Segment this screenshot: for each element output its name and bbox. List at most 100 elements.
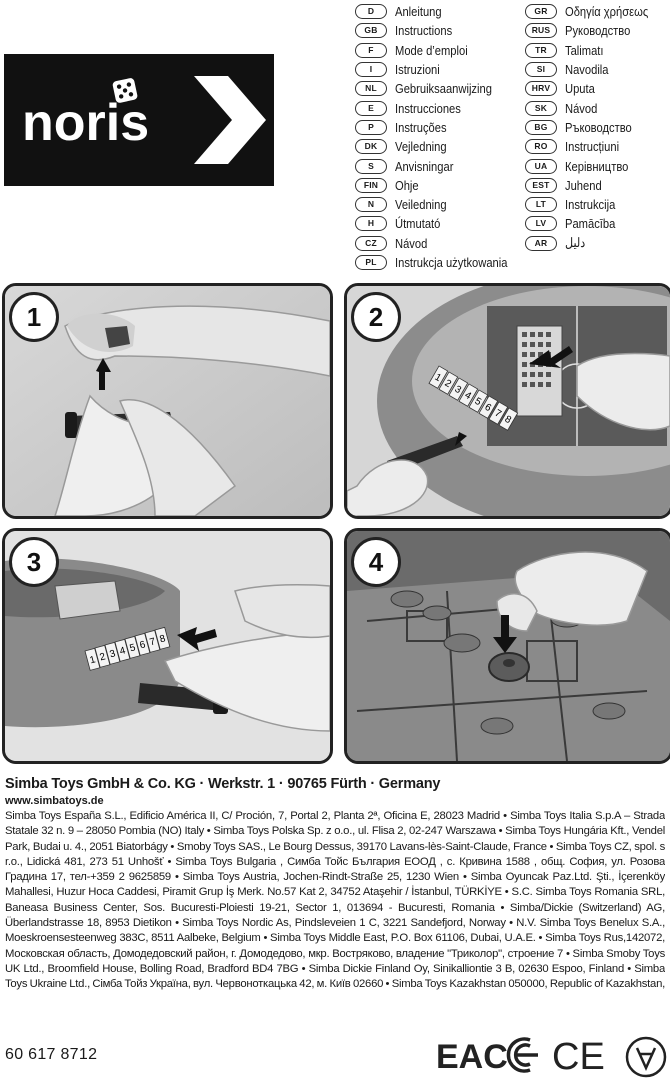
language-row: AR دليل [525,234,662,253]
language-name: Instructions [395,23,453,39]
language-name: Instruções [395,119,447,135]
language-name: Útmutató [395,216,441,232]
number-tile-label: 7 [493,408,504,421]
language-row: DK Vejledning [355,137,526,156]
language-name: Instrucciones [395,100,461,116]
language-name: Instrukcja użytkowania [395,255,508,270]
number-tile: 7 [488,401,509,425]
language-name: Instrukcija [565,197,616,213]
language-code-badge: S [355,158,387,174]
language-code-badge: NL [355,81,387,97]
number-tile-label: 1 [433,372,444,385]
language-row: PL Instrukcja użytkowania [355,253,526,272]
number-tile: 1 [428,365,449,389]
number-tile-label: 4 [119,645,128,657]
language-row: GR Οδηγία χρήσεως [525,2,662,21]
language-row: SI Navodila [525,60,662,79]
language-code-badge: EST [525,177,557,193]
language-code-badge: FIN [355,177,387,193]
language-name: Керівництво [565,158,629,174]
language-code-badge: RO [525,139,557,155]
number-tile: 6 [478,395,499,419]
language-row: HRV Uputa [525,79,662,98]
language-code-badge: LV [525,216,557,232]
number-tile-label: 6 [139,639,148,651]
language-code-badge: DK [355,139,387,155]
language-code-badge: CZ [355,235,387,251]
language-name: Uputa [565,81,595,97]
number-tile-label: 3 [453,384,464,397]
number-tile-label: 2 [443,378,454,391]
language-code-badge: HRV [525,81,557,97]
language-name: Anvisningar [395,158,454,174]
language-code-badge: GB [355,23,387,39]
number-tile-label: 7 [149,636,158,648]
number-tile-label: 3 [109,648,118,660]
language-name: Vejledning [395,139,447,155]
language-code-badge: P [355,119,387,135]
number-tile-label: 4 [463,390,474,403]
number-tile: 4 [114,638,131,662]
language-name: Gebruiksaanwijzing [395,81,492,97]
noris-logo: noris [4,54,274,186]
ukca-like-mark [506,1037,538,1073]
language-name: Οδηγία χρήσεως [565,4,649,20]
website-link[interactable]: www.simbatoys.de [5,795,104,807]
number-tile: 5 [468,389,489,413]
number-tile-label: 8 [503,414,514,427]
step-number-4: 4 [351,537,401,587]
number-tile-label: 8 [159,633,168,645]
language-code-badge: GR [525,4,557,20]
number-tile: 6 [134,632,151,656]
company-address: Simba Toys GmbH & Co. KG · Werkstr. 1 · … [5,776,441,792]
language-code-badge: SI [525,62,557,78]
language-code-badge: I [355,62,387,78]
number-tile: 4 [458,383,479,407]
language-name: Talimatı [565,42,604,58]
language-row: S Anvisningar [355,156,526,175]
language-code-badge: PL [355,255,387,270]
number-tile: 7 [144,629,161,653]
language-name: Juhend [565,177,602,193]
number-tile: 2 [94,644,111,668]
language-row: EST Juhend [525,176,662,195]
ce-mark: CE [552,1036,605,1078]
language-code-badge: AR [525,235,557,251]
language-code-badge: D [355,4,387,20]
number-tile-label: 5 [473,396,484,409]
language-code-badge: F [355,42,387,58]
step-1-illustration [5,286,330,516]
language-row: NL Gebruiksaanwijzing [355,79,526,98]
language-name: Návod [565,100,598,116]
language-name: Mode d’emploi [395,42,468,58]
number-tile: 3 [448,377,469,401]
number-tile-label: 5 [129,642,138,654]
step-number-1: 1 [9,292,59,342]
eac-mark: EAC [436,1038,508,1076]
certification-marks: EAC CE [434,1030,668,1080]
language-name: Anleitung [395,4,442,20]
language-name: Navodila [565,62,609,78]
number-tile-label: 1 [89,654,98,666]
step-1-panel: 1 [2,283,333,519]
step-4-panel: 4 [344,528,670,764]
step-number-2: 2 [351,292,401,342]
step-number-3: 3 [9,537,59,587]
language-name: دليل [565,235,586,251]
